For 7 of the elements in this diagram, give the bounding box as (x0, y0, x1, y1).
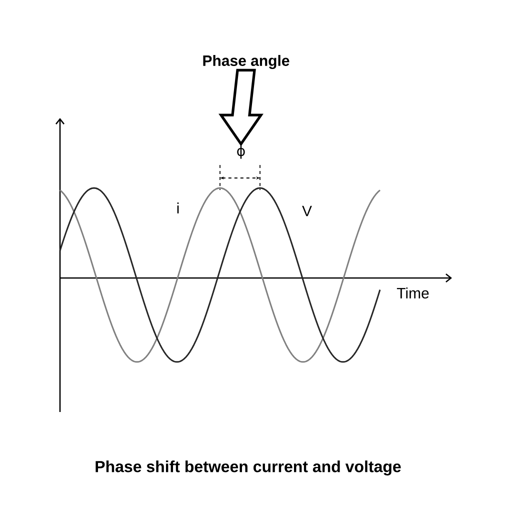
caption: Phase shift between current and voltage (96, 460, 401, 476)
arrow (218, 68, 264, 146)
heading-text: Phase angle (203, 54, 290, 70)
curve-label: V (302, 206, 312, 216)
axis-label: Time (396, 287, 429, 298)
phase-symbol: ϕ (237, 145, 245, 159)
curve-label: i (177, 202, 179, 214)
